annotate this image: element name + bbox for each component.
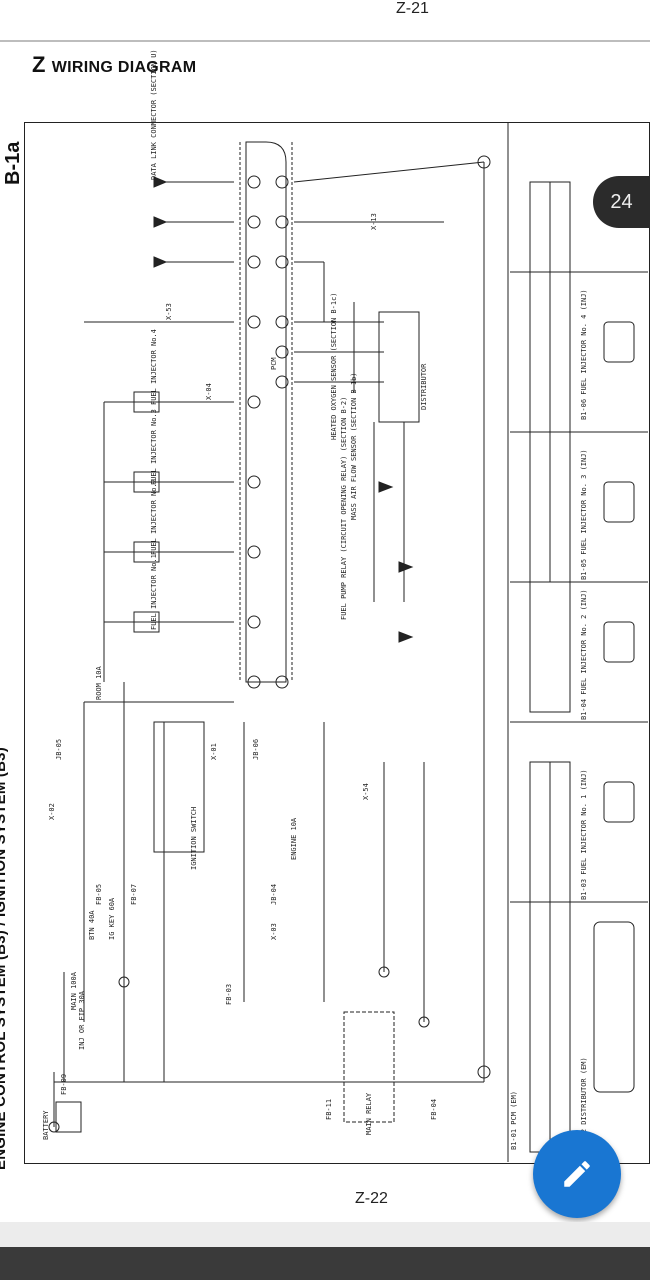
btn-fuse-label: BTN 40A	[88, 910, 96, 940]
section-tag: B-1a	[2, 141, 24, 185]
ref-x03: X-03	[270, 923, 278, 940]
ref-jb04: JB-04	[270, 883, 278, 905]
battery-label: BATTERY	[42, 1110, 50, 1140]
distributor-label: DISTRIBUTOR	[420, 363, 428, 410]
ref-x02: X-02	[48, 803, 56, 820]
ref-x01: X-01	[210, 743, 218, 760]
connector-b1-05-label: B1-05 FUEL INJECTOR No. 3 (INJ)	[580, 449, 588, 580]
injector-2-label: FUEL INJECTOR No.2	[150, 479, 158, 555]
wiring-diagram	[48, 122, 648, 1162]
connector-b1-03-label: B1-03 FUEL INJECTOR No. 1 (INJ)	[580, 769, 588, 900]
ref-x53: X-53	[165, 303, 173, 320]
ref-x04: X-04	[205, 383, 213, 400]
page-count-badge: 24	[593, 176, 650, 228]
engine-fuse-label: ENGINE 10A	[290, 817, 298, 860]
document-page[interactable]	[0, 42, 650, 1220]
ref-jb05: JB-05	[55, 738, 63, 760]
ref-fb03: FB-03	[225, 983, 233, 1005]
connector-b1-01-label: B1-01 PCM (EM)	[510, 1090, 518, 1150]
connector-b1-04-label: B1-04 FUEL INJECTOR No. 2 (INJ)	[580, 589, 588, 720]
ref-jb06: JB-06	[252, 738, 260, 760]
connector-b1-06-label: B1-06 FUEL INJECTOR No. 4 (INJ)	[580, 289, 588, 420]
inj-fuse-label: INJ OR FIP 30A	[78, 990, 86, 1050]
diagram-heading: Z WIRING DIAGRAM	[32, 52, 196, 78]
heated-oxygen-label: HEATED OXYGEN SENSOR (SECTION B-1c)	[330, 292, 338, 440]
ref-x13: X-13	[370, 213, 378, 230]
top-page-number: Z-21	[396, 0, 429, 17]
system-navigation-bar	[0, 1247, 650, 1280]
ref-fb04: FB-04	[430, 1098, 438, 1120]
maf-label: MASS AIR FLOW SENSOR (SECTION B-1b)	[350, 372, 358, 520]
side-title: ENGINE CONTROL SYSTEM (B3) / IGNITION SY…	[0, 747, 9, 1170]
room-fuse-label: ROOM 10A	[95, 666, 103, 700]
ref-fb05: FB-05	[95, 883, 103, 905]
edit-button[interactable]	[533, 1130, 621, 1218]
page-divider	[0, 40, 650, 43]
bottom-gap	[0, 1222, 650, 1247]
fuel-pump-relay-label: FUEL PUMP RELAY (CIRCUIT OPENING RELAY) …	[340, 396, 348, 620]
previous-page-fragment: Z-21	[0, 0, 650, 40]
ignition-switch-label: IGNITION SWITCH	[190, 806, 198, 870]
pcm-connector-shape	[245, 141, 287, 683]
main-relay-label: MAIN RELAY	[365, 1092, 373, 1135]
ref-fb07: FB-07	[130, 883, 138, 905]
heading-letter: Z	[32, 52, 46, 77]
ref-fb09: FB-09	[60, 1073, 68, 1095]
pencil-icon	[564, 1161, 590, 1187]
ref-fb11: FB-11	[325, 1098, 333, 1120]
injector-1-label: FUEL INJECTOR No.1	[150, 554, 158, 630]
injector-4-label: FUEL INJECTOR No.4	[150, 329, 158, 405]
pcm-label: PCM	[270, 357, 278, 370]
main-fuse-label: MAIN 100A	[70, 972, 78, 1010]
ig-key-fuse-label: IG KEY 60A	[108, 897, 116, 940]
bottom-page-number: Z-22	[355, 1190, 388, 1207]
ref-x54: X-54	[362, 783, 370, 800]
injector-3-label: FUEL INJECTOR No.3	[150, 409, 158, 485]
data-link-label: DATA LINK CONNECTOR (SECTION U)	[150, 49, 158, 180]
heading-text: WIRING DIAGRAM	[51, 59, 197, 76]
